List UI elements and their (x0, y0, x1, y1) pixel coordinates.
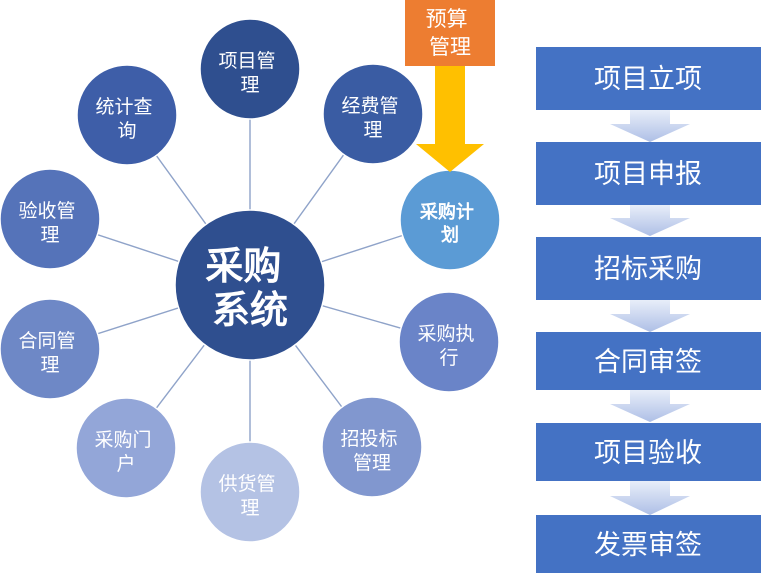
satellite-project-mgmt: 项目管 理 (199, 18, 301, 120)
step-connector-arrow (610, 481, 690, 515)
svg-text:采购 系统: 采购 系统 (205, 244, 294, 332)
svg-text:采购门 户: 采购门 户 (94, 429, 157, 475)
step-label: 合同审签 (594, 347, 702, 378)
process-step: 项目验收 (536, 423, 761, 481)
svg-text:供货管 理: 供货管 理 (218, 473, 281, 519)
process-step: 发票审签 (536, 515, 761, 573)
step-box (536, 47, 761, 110)
process-step: 项目申报 (536, 142, 761, 205)
step-box (536, 332, 761, 390)
node-circle (321, 396, 423, 498)
node-circle (0, 168, 101, 270)
step-label: 项目立项 (594, 64, 702, 95)
budget-down-arrow (416, 66, 484, 172)
process-step: 项目立项 (536, 47, 761, 110)
step-connector-arrow (610, 390, 690, 422)
node-circle (199, 441, 301, 543)
step-box (536, 515, 761, 573)
process-flow: 项目立项 项目申报 招标采购 合同审签 项目验收 发票审签 (536, 47, 761, 573)
step-label: 项目申报 (594, 159, 702, 190)
budget-box (405, 0, 495, 66)
svg-text:采购执 行: 采购执 行 (417, 323, 480, 369)
node-circle (75, 397, 177, 499)
center-circle (174, 209, 326, 361)
step-label: 发票审签 (594, 530, 702, 561)
satellite-procurement-exec: 采购执 行 (398, 291, 500, 393)
svg-text:验收管 理: 验收管 理 (18, 200, 81, 246)
svg-text:采购计 划: 采购计 划 (419, 201, 480, 246)
node-circle (398, 291, 500, 393)
svg-text:统计查 询: 统计查 询 (95, 96, 158, 142)
node-circle (0, 298, 101, 400)
budget-mgmt: 预算 管理 (405, 0, 495, 172)
satellite-contract-mgmt: 合同管 理 (0, 298, 101, 400)
step-connector-arrow (610, 110, 690, 142)
node-circle (76, 64, 178, 166)
step-connector-arrow (610, 205, 690, 236)
svg-text:经费管 理: 经费管 理 (341, 95, 404, 141)
step-connector-arrow (610, 300, 690, 332)
center-hub: 采购 系统 (174, 209, 326, 361)
satellite-acceptance-mgmt: 验收管 理 (0, 168, 101, 270)
svg-text:项目管 理: 项目管 理 (218, 50, 281, 96)
process-step: 招标采购 (536, 237, 761, 300)
step-label: 招标采购 (594, 254, 702, 285)
step-box (536, 142, 761, 205)
svg-text:合同管 理: 合同管 理 (18, 330, 81, 376)
satellite-supply-mgmt: 供货管 理 (199, 441, 301, 543)
process-step: 合同审签 (536, 332, 761, 390)
step-label: 项目验收 (594, 438, 702, 469)
satellite-bidding-mgmt: 招投标 管理 (321, 396, 423, 498)
satellite-expense-mgmt: 经费管 理 (322, 63, 424, 165)
step-box (536, 423, 761, 481)
step-box (536, 237, 761, 300)
node-circle (322, 63, 424, 165)
node-circle (199, 18, 301, 120)
svg-text:招投标 管理: 招投标 管理 (340, 428, 403, 474)
satellite-statistics-query: 统计查 询 (76, 64, 178, 166)
satellite-procurement-plan: 采购计 划 (399, 169, 501, 271)
svg-text:预算 管理: 预算 管理 (426, 7, 475, 59)
satellite-procurement-portal: 采购门 户 (75, 397, 177, 499)
